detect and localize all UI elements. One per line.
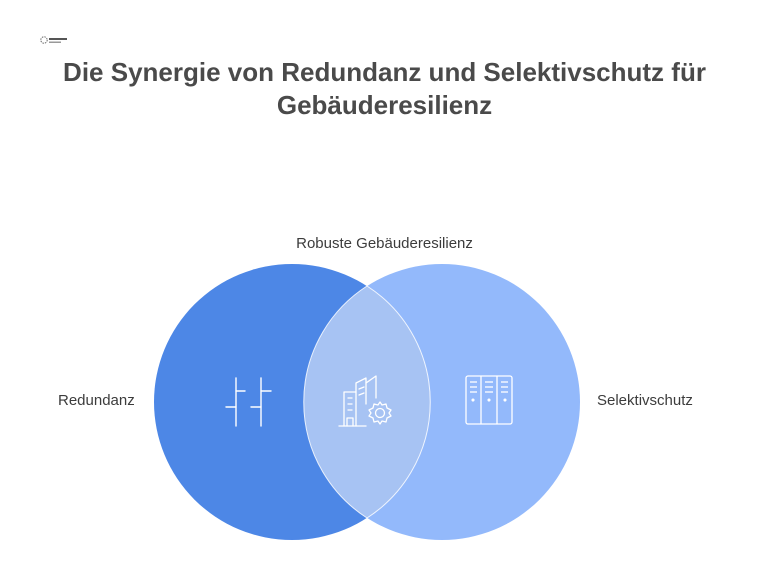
left-circle-label: Redundanz: [58, 392, 135, 409]
right-circle-label: Selektivschutz: [597, 392, 693, 409]
cabinet-icon: [465, 375, 513, 425]
page-title: Die Synergie von Redundanz und Selektivs…: [0, 56, 769, 122]
title-line-2: Gebäuderesilienz: [276, 90, 493, 120]
intersection-label: Robuste Gebäuderesilienz: [296, 235, 473, 252]
company-logo: [40, 33, 70, 47]
intersection-region: [304, 264, 430, 540]
title-line-1: Die Synergie von Redundanz und Selektivs…: [63, 57, 706, 87]
building-gear-icon: [338, 375, 392, 427]
parallel-lines-icon: [225, 377, 272, 427]
intersection-outline: [303, 285, 431, 519]
